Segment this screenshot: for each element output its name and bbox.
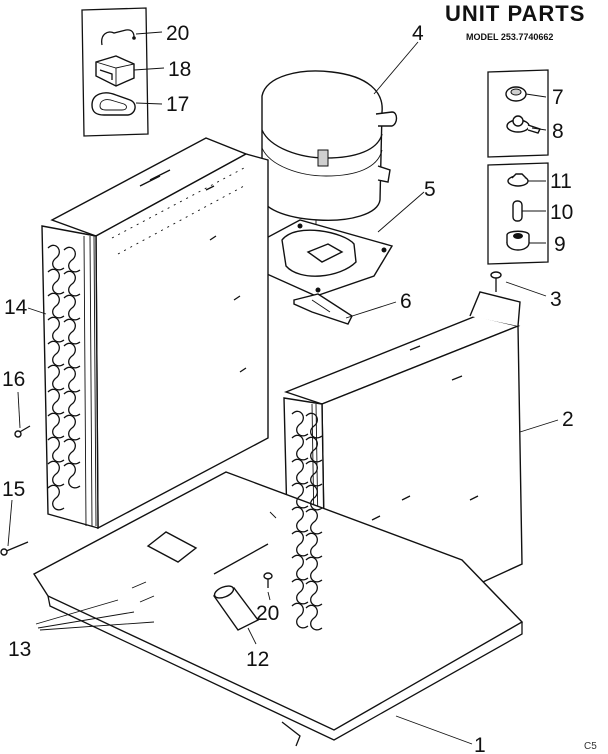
callout-12: 12 (246, 648, 269, 671)
condenser-coil-tubes (291, 410, 323, 631)
parts-box-9-11 (487, 162, 549, 265)
callout-19: 20 (166, 22, 189, 45)
screw-15 (0, 541, 29, 556)
leader-lines (7, 31, 559, 745)
callout-8: 8 (552, 120, 564, 143)
callout-6: 6 (400, 290, 412, 313)
callout-7: 7 (552, 86, 564, 109)
callout-4: 4 (412, 22, 424, 45)
clip (293, 293, 353, 325)
screw-16 (14, 425, 31, 438)
callout-5: 5 (424, 178, 436, 201)
parts-box-7-8 (487, 69, 549, 158)
evaporator-coil-tubes (47, 244, 81, 511)
screw-20 (263, 572, 273, 588)
corner-code: C5 (584, 741, 597, 752)
callout-17: 17 (166, 93, 189, 116)
callout-14: 14 (4, 296, 28, 319)
screw-3 (490, 271, 502, 292)
callout-2: 2 (562, 408, 574, 431)
sleeve-tube-12 (212, 585, 260, 631)
callout-20: 20 (256, 602, 279, 625)
callout-1: 1 (474, 734, 486, 754)
base-pan (33, 471, 524, 747)
compressor (261, 70, 398, 226)
callout-3: 3 (550, 288, 562, 311)
callout-11: 11 (550, 170, 572, 193)
evaporator-coil (41, 137, 269, 530)
callout-13: 13 (8, 638, 31, 661)
callout-labels: 20 18 17 4 5 6 3 2 7 8 11 10 9 14 16 15 … (2, 22, 574, 754)
model-number: MODEL 253.7740662 (466, 32, 553, 42)
callout-16: 16 (2, 368, 25, 391)
callout-10: 10 (550, 201, 573, 224)
diagram-title: UNIT PARTS (445, 1, 585, 26)
callout-9: 9 (554, 233, 566, 256)
callout-15: 15 (2, 478, 25, 501)
parts-box-17-19 (81, 7, 149, 137)
callout-18: 18 (168, 58, 191, 81)
